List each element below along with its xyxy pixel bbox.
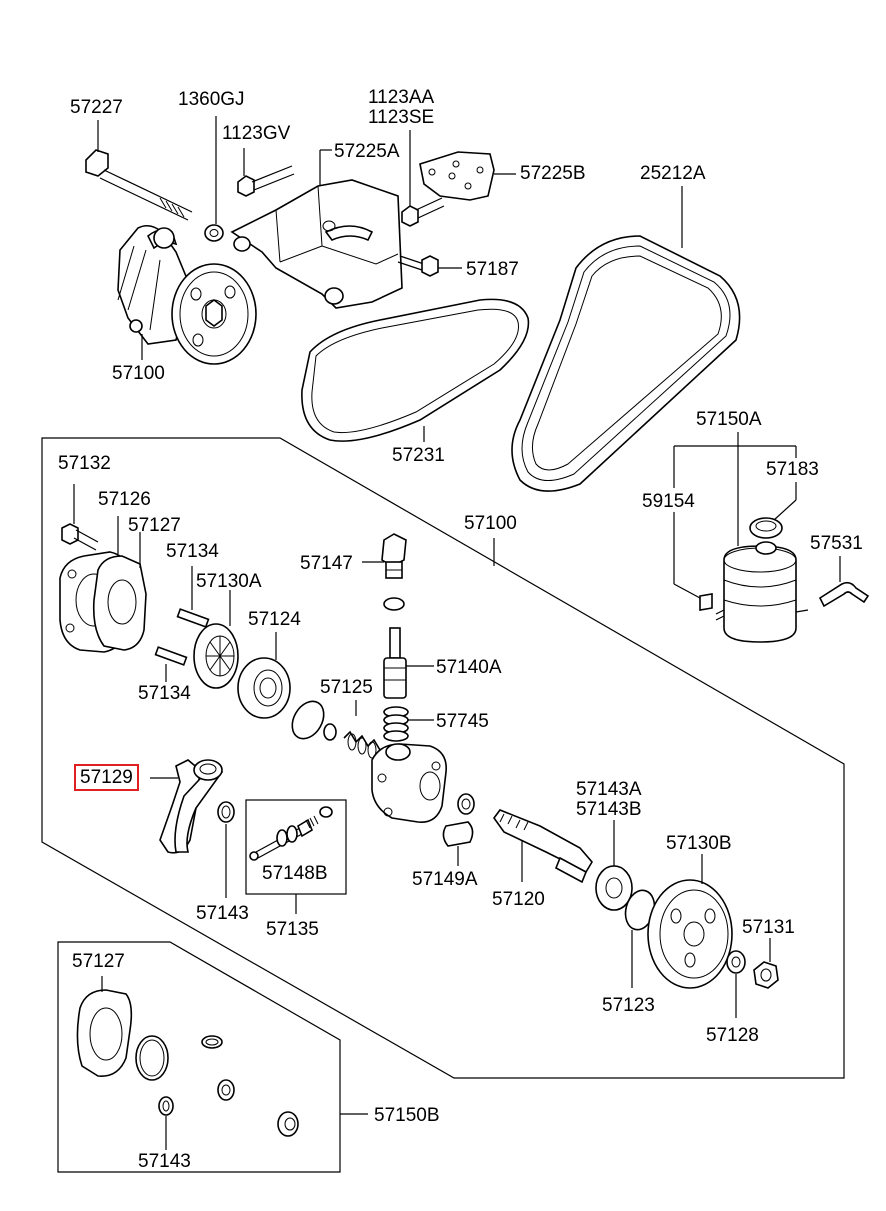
pump-assembly-57100[interactable] [117, 224, 257, 365]
flow-control-spring[interactable] [343, 730, 381, 759]
clip-59154[interactable] [699, 593, 713, 611]
bracket-57225A[interactable] [230, 179, 403, 309]
bushing-kit[interactable] [277, 1111, 299, 1137]
relief-valve-57148B[interactable] [249, 806, 333, 861]
assembly-boundary-57100 [41, 437, 845, 1079]
label-57135[interactable]: 57135 [266, 919, 319, 940]
label-59154[interactable]: 59154 [642, 491, 695, 512]
bolt-57187[interactable] [397, 255, 439, 277]
bolt-1123GV[interactable] [237, 165, 295, 197]
seal-kit-b[interactable] [217, 1079, 235, 1101]
label-57187[interactable]: 57187 [466, 259, 519, 280]
belt-57231[interactable] [301, 298, 530, 442]
label-57231[interactable]: 57231 [392, 445, 445, 466]
label-57227[interactable]: 57227 [70, 97, 123, 118]
belt-25212A[interactable] [511, 235, 741, 492]
o-ring-57125[interactable] [286, 696, 337, 745]
seal-57143-kit[interactable] [158, 1096, 174, 1116]
label-57127-kit[interactable]: 57127 [72, 951, 125, 972]
label-57225B[interactable]: 57225B [520, 163, 586, 184]
label-57140A[interactable]: 57140A [436, 657, 502, 678]
o-ring[interactable] [383, 597, 405, 611]
o-ring-kit[interactable] [135, 1035, 169, 1081]
bushing[interactable] [457, 793, 475, 815]
label-57148B[interactable]: 57148B [262, 863, 328, 884]
label-57147[interactable]: 57147 [300, 553, 353, 574]
gasket-57127[interactable] [92, 555, 147, 651]
cam-ring-57124[interactable] [237, 657, 291, 719]
label-1123GV[interactable]: 1123GV [222, 123, 291, 144]
pulley-57130B[interactable] [647, 879, 733, 989]
pin-57134-upper[interactable] [176, 608, 210, 628]
label-57143B[interactable]: 57143B [576, 799, 642, 820]
label-57126[interactable]: 57126 [98, 489, 151, 510]
label-57124[interactable]: 57124 [248, 609, 301, 630]
label-57123[interactable]: 57123 [602, 995, 655, 1016]
kit-boundary-57150B [57, 941, 341, 1173]
label-57131[interactable]: 57131 [742, 917, 795, 938]
label-57134-lower[interactable]: 57134 [138, 683, 191, 704]
label-57120[interactable]: 57120 [492, 889, 545, 910]
gasket-57127-kit[interactable] [76, 989, 133, 1077]
seal-57143[interactable] [217, 801, 235, 823]
label-57127[interactable]: 57127 [128, 515, 181, 536]
spring-57745[interactable] [383, 706, 409, 742]
washer-57128[interactable] [726, 950, 746, 974]
label-57134-upper[interactable]: 57134 [166, 541, 219, 562]
connector-57147[interactable] [381, 533, 407, 579]
nut-57131[interactable] [753, 961, 779, 989]
bolt-57227[interactable] [85, 149, 193, 221]
label-57143-kit[interactable]: 57143 [138, 1151, 191, 1172]
label-57183[interactable]: 57183 [766, 459, 819, 480]
washer-1360GJ[interactable] [204, 224, 224, 242]
label-1360GJ[interactable]: 1360GJ [178, 89, 245, 110]
hose-57531[interactable] [818, 581, 870, 608]
cap-57183[interactable] [749, 517, 783, 539]
label-57100-top[interactable]: 57100 [112, 363, 165, 384]
label-57143A[interactable]: 57143A [576, 779, 642, 800]
label-57128[interactable]: 57128 [706, 1025, 759, 1046]
label-57150A[interactable]: 57150A [696, 409, 762, 430]
label-57150B[interactable]: 57150B [374, 1105, 440, 1126]
label-57129-highlighted[interactable]: 57129 [74, 764, 139, 791]
reservoir-57150A[interactable] [715, 541, 809, 643]
seal-kit-a[interactable] [201, 1035, 223, 1049]
pipe-bracket-57129[interactable] [159, 759, 224, 854]
label-57125[interactable]: 57125 [320, 677, 373, 698]
label-57143[interactable]: 57143 [196, 903, 249, 924]
pin-57134-lower[interactable] [154, 646, 188, 666]
bolt-1123AA[interactable] [401, 197, 445, 227]
label-57130B[interactable]: 57130B [666, 833, 732, 854]
bracket-plate-57225B[interactable] [419, 151, 495, 201]
shaft-57120[interactable] [493, 809, 593, 884]
valve-57140A[interactable] [383, 627, 407, 699]
label-1123SE[interactable]: 1123SE [368, 107, 435, 128]
bearing-57143A[interactable] [595, 865, 633, 911]
bushing-57149A[interactable] [442, 821, 474, 847]
label-57531[interactable]: 57531 [810, 533, 863, 554]
label-57130A[interactable]: 57130A [196, 571, 262, 592]
label-57100-box[interactable]: 57100 [464, 513, 517, 534]
label-1123AA[interactable]: 1123AA [368, 87, 435, 108]
bolt-57132[interactable] [61, 523, 99, 551]
label-57132[interactable]: 57132 [58, 453, 111, 474]
pump-body[interactable] [371, 743, 447, 823]
label-57149A[interactable]: 57149A [412, 869, 478, 890]
rotor-57130A[interactable] [193, 623, 239, 689]
label-57745[interactable]: 57745 [436, 711, 489, 732]
label-25212A[interactable]: 25212A [640, 163, 706, 184]
label-57225A[interactable]: 57225A [334, 141, 400, 162]
